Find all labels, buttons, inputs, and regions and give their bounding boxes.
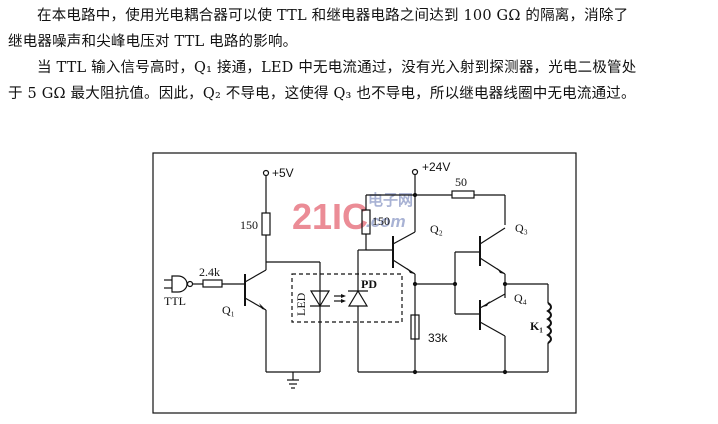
label-50: 50 bbox=[455, 175, 467, 189]
q1-emitter-arrow bbox=[259, 303, 266, 310]
ground-icon bbox=[287, 372, 299, 389]
led-diode-icon bbox=[309, 290, 331, 308]
relay-coil-icon bbox=[546, 302, 552, 344]
watermark-brand: 21IC bbox=[292, 196, 368, 237]
label-150-q1: 150 bbox=[240, 218, 258, 232]
watermark-domain: .com bbox=[366, 212, 406, 231]
watermark: 21IC 电子网 .com bbox=[292, 191, 413, 237]
label-k1: K₁ bbox=[530, 319, 543, 333]
label-q2: Q₂ bbox=[430, 222, 443, 236]
resistor-50 bbox=[451, 190, 475, 199]
ttl-nand-gate bbox=[164, 275, 194, 293]
resistor-150-q1 bbox=[261, 212, 271, 236]
watermark-cn: 电子网 bbox=[368, 191, 413, 209]
optocoupler-box bbox=[291, 273, 403, 323]
q3-emitter-arrow bbox=[497, 268, 505, 274]
label-q3: Q₃ bbox=[515, 221, 528, 235]
q4-emitter-arrow bbox=[482, 301, 490, 307]
label-24v: +24V bbox=[422, 160, 450, 174]
label-33k: 33k bbox=[428, 331, 448, 345]
label-q1: Q₁ bbox=[222, 303, 235, 317]
label-150-pd: 150 bbox=[372, 214, 390, 228]
label-5v: +5V bbox=[272, 166, 294, 180]
terminal-24v-icon bbox=[411, 168, 419, 176]
paragraph-1-line-1: 在本电路中，使用光电耦合器可以使 TTL 和继电器电路之间达到 100 GΩ 的… bbox=[37, 8, 629, 24]
q2-emitter-arrow bbox=[407, 268, 415, 274]
label-led: LED bbox=[294, 292, 308, 316]
resistor-2-4k bbox=[202, 279, 223, 288]
label-pd: PD bbox=[361, 277, 377, 291]
outer-frame bbox=[152, 152, 577, 414]
label-ttl: TTL bbox=[164, 294, 186, 308]
photodiode-icon bbox=[347, 289, 369, 307]
label-2-4k: 2.4k bbox=[199, 265, 220, 279]
resistor-33k bbox=[410, 314, 420, 340]
light-arrows-icon bbox=[334, 294, 346, 303]
paragraph-2-line-1: 当 TTL 输入信号高时，Q₁ 接通，LED 中无电流通过，没有光入射到探测器，… bbox=[37, 60, 637, 76]
label-q4: Q₄ bbox=[514, 291, 527, 305]
terminal-5v-icon bbox=[262, 169, 270, 177]
paragraph-2-line-2: 于 5 GΩ 最大阻抗值。因此，Q₂ 不导电，这使得 Q₃ 也不导电，所以继电器… bbox=[8, 86, 636, 102]
paragraph-1-line-2: 继电器噪声和尖峰电压对 TTL 电路的影响。 bbox=[8, 34, 298, 50]
